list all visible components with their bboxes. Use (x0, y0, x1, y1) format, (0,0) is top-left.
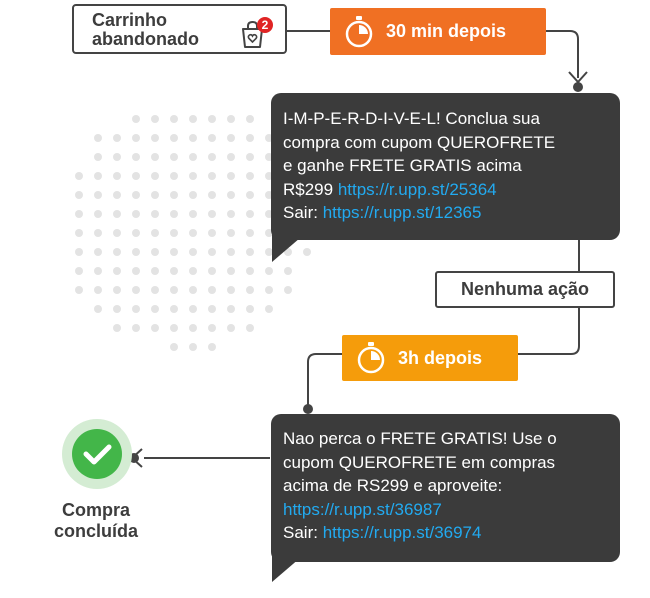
message1-line: I-M-P-E-R-D-I-V-E-L! Conclua sua (283, 109, 540, 128)
decorative-dot-pattern (75, 115, 311, 351)
message2-exit-label: Sair: (283, 523, 323, 542)
abandoned-cart-label: Carrinho abandonado (92, 11, 199, 49)
purchase-complete-line1: Compra (61, 500, 130, 520)
purchase-complete-label: Compra concluída (36, 500, 156, 542)
connector-noaction-to-delay2 (518, 308, 580, 355)
message2-line: Nao perca o FRETE GRATIS! Use o (283, 429, 557, 448)
connector-delay-to-message1 (546, 30, 579, 78)
abandoned-cart-label-line1: Carrinho (92, 10, 168, 30)
message1-link[interactable]: https://r.upp.st/25364 (337, 179, 497, 199)
connector-delay2-to-message2 (307, 353, 342, 406)
message1-line: compra com cupom QUEROFRETE (283, 132, 556, 152)
delay-3h-label: 3h depois (398, 347, 483, 368)
message2-exit-link[interactable]: https://r.upp.st/36974 (322, 523, 482, 542)
delay-30min-label: 30 min depois (386, 21, 507, 41)
stopwatch-icon (345, 15, 373, 47)
shopping-bag-icon: 2 (240, 17, 274, 49)
stopwatch-icon (357, 342, 385, 374)
message1-bubble: I-M-P-E-R-D-I-V-E-L! Conclua sua compra … (271, 93, 620, 240)
connector-dot (573, 82, 583, 92)
connector-dot (303, 404, 313, 414)
no-action-node: Nenhuma ação (435, 271, 615, 308)
delay-30min-node: 30 min depois (330, 8, 546, 55)
message1-exit-link[interactable]: https://r.upp.st/12365 (322, 203, 482, 222)
message2-line: cupom QUEROFRETE em compras (283, 452, 556, 472)
delay-3h-node: 3h depois (342, 335, 518, 381)
purchase-complete-line2: concluída (53, 521, 138, 541)
message1-line: e ganhe FRETE GRATIS acima (283, 156, 522, 175)
cart-count-badge: 2 (257, 17, 273, 33)
purchase-complete-node (62, 419, 132, 489)
abandoned-cart-label-line2: abandonado (92, 29, 199, 49)
checkmark-icon (72, 429, 122, 479)
message1-price: R$299 (283, 179, 338, 199)
message1-exit-label: Sair: (283, 203, 323, 222)
message2-link[interactable]: https://r.upp.st/36987 (283, 499, 442, 519)
message2-bubble: Nao perca o FRETE GRATIS! Use o cupom QU… (271, 414, 620, 562)
message2-line: acima de RS299 e aproveite: (283, 476, 503, 495)
abandoned-cart-node: Carrinho abandonado 2 (72, 4, 287, 54)
